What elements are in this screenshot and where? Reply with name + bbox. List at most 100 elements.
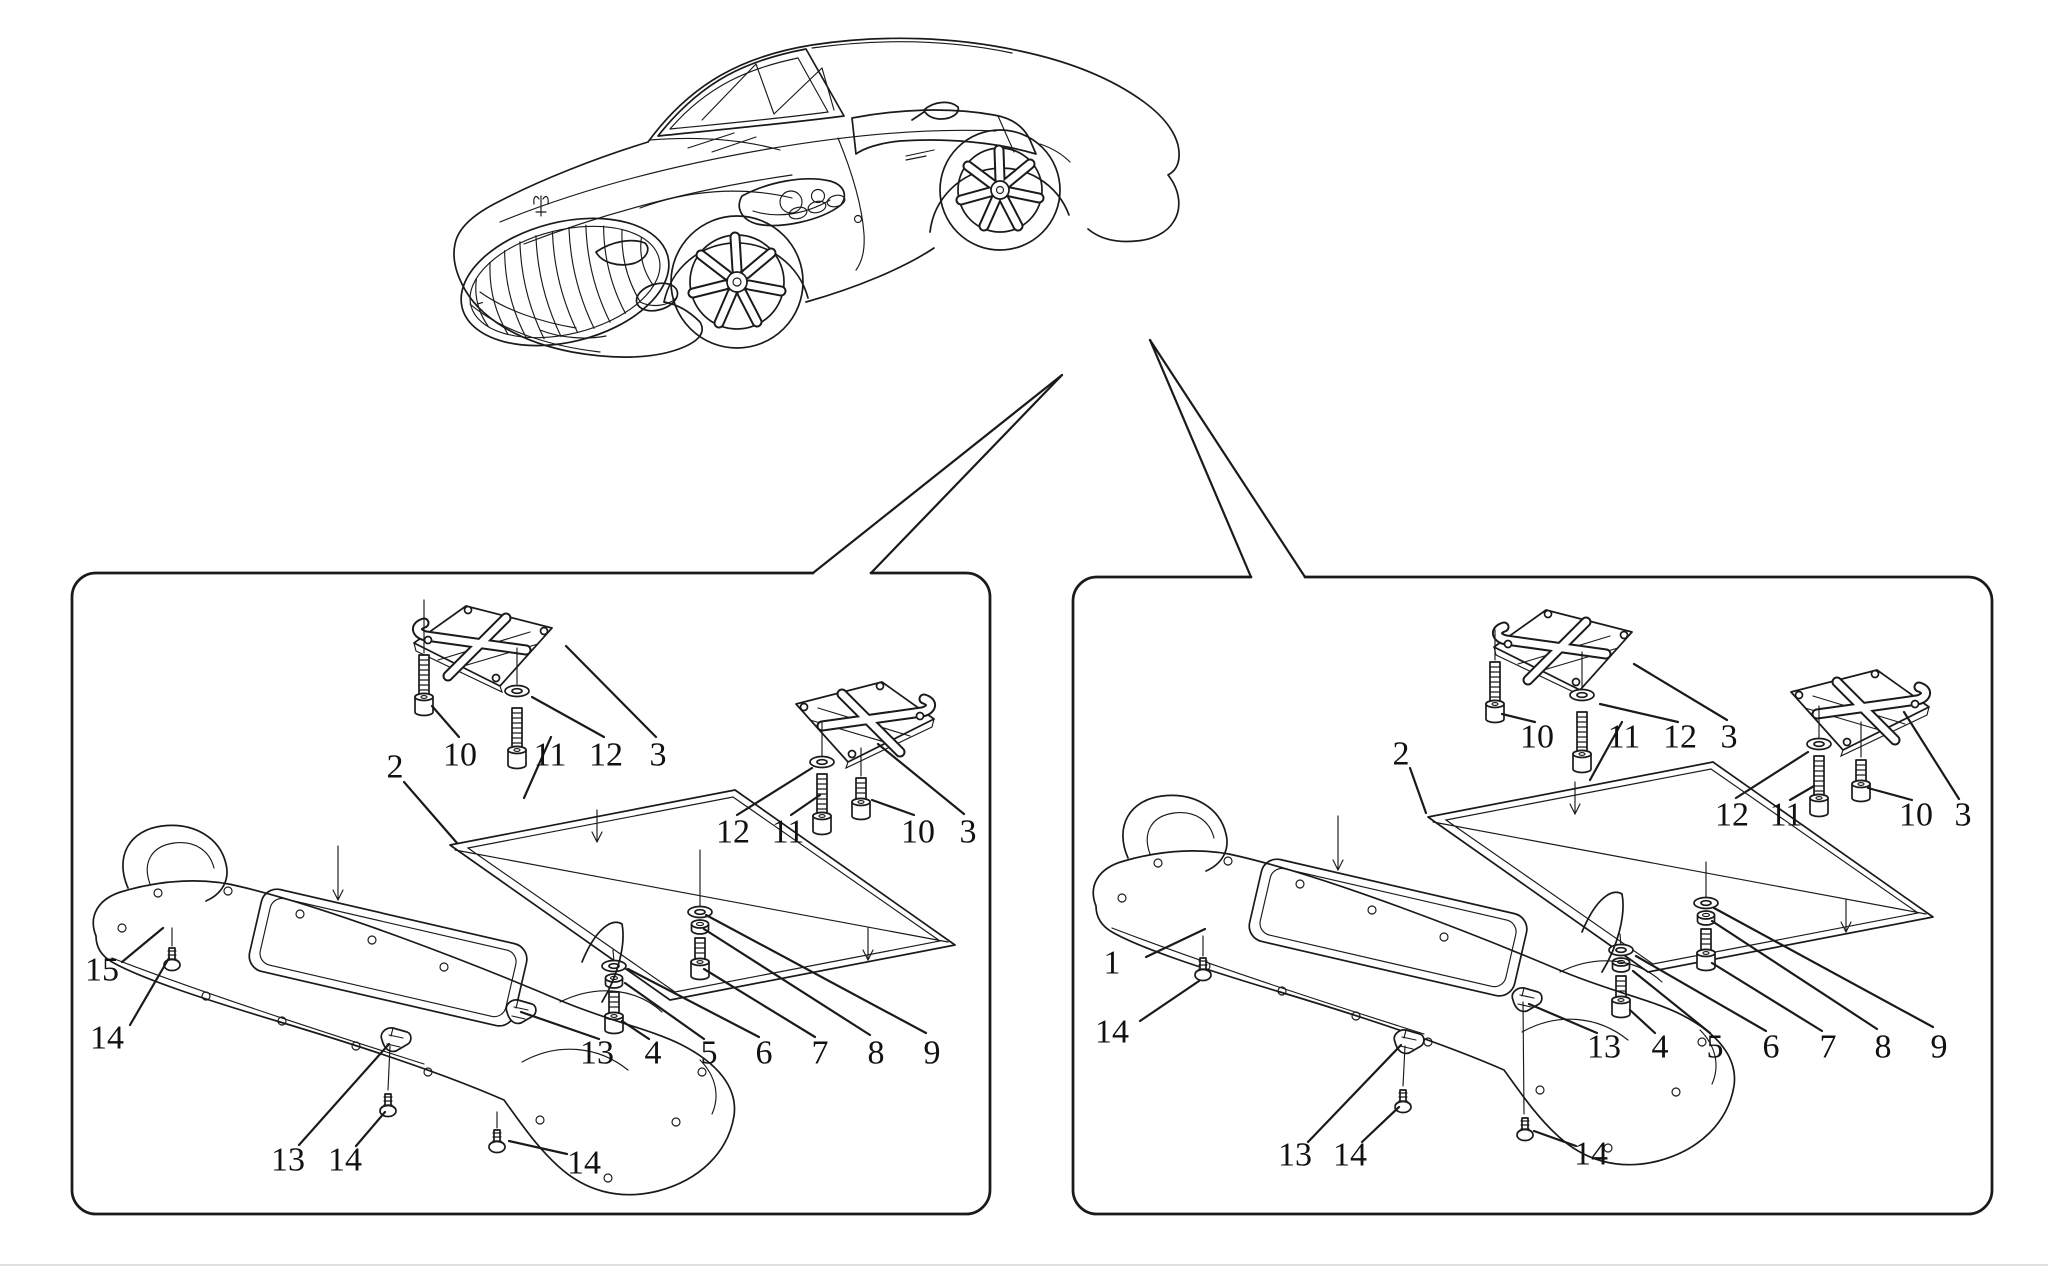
car-illustration <box>453 37 1180 358</box>
washer <box>601 959 627 973</box>
callout-11: 11 <box>1770 797 1803 834</box>
pointer-wedge-line <box>1148 338 1253 579</box>
mounting-bolt-short <box>1611 975 1631 1019</box>
clip-nut <box>1393 1029 1425 1055</box>
leader-line <box>735 766 814 817</box>
callout-2: 2 <box>387 749 404 786</box>
leader-line <box>1788 784 1816 802</box>
leader-line <box>702 927 872 1037</box>
leader-line <box>1500 712 1537 724</box>
callout-14: 14 <box>328 1142 362 1179</box>
leader-line <box>1138 979 1201 1023</box>
leader-line <box>623 981 706 1041</box>
bottom-edge-line <box>0 1264 2048 1266</box>
self-tapping-screw <box>1516 1117 1534 1142</box>
leader-line <box>354 1110 387 1148</box>
car-body-silhouette <box>647 37 1180 243</box>
leader-line <box>870 798 916 817</box>
self-tapping-screw <box>488 1129 506 1154</box>
callout-8: 8 <box>1875 1029 1892 1066</box>
pointer-wedge-line <box>1148 338 1307 579</box>
leader-line <box>1634 954 1768 1033</box>
washer <box>504 684 530 698</box>
leader-line <box>128 956 171 1027</box>
callout-13: 13 <box>580 1035 614 1072</box>
leader-line <box>1408 766 1428 815</box>
callout-15: 15 <box>85 952 119 989</box>
right-frame <box>1071 338 1994 1216</box>
flat-undertray-panel <box>1427 761 1934 973</box>
car-mirror <box>911 101 960 121</box>
leader-line <box>626 967 761 1039</box>
leader-line <box>120 926 165 964</box>
leader-line <box>1632 662 1729 722</box>
leader-line <box>620 1019 651 1041</box>
leader-line <box>297 1042 391 1147</box>
washer <box>809 755 835 769</box>
right-leaders <box>1138 662 1961 1148</box>
leader-line <box>876 742 966 816</box>
leader-line <box>1527 1002 1599 1035</box>
leader-line <box>1631 969 1712 1035</box>
callout-11: 11 <box>534 737 567 774</box>
callout-12: 12 <box>1715 797 1749 834</box>
callout-4: 4 <box>645 1035 662 1072</box>
leader-line <box>1532 1129 1578 1148</box>
mounting-bolt-short <box>851 777 871 821</box>
mounting-bolt-short <box>1851 759 1871 803</box>
callout-12: 12 <box>589 737 623 774</box>
callout-2: 2 <box>1393 736 1410 773</box>
leader-line <box>564 644 658 739</box>
leader-line <box>1710 961 1824 1033</box>
car-front-wheel <box>670 215 804 349</box>
leader-line <box>519 1010 601 1041</box>
x-brace-bracket <box>1494 610 1632 696</box>
callout-13: 13 <box>1587 1029 1621 1066</box>
callout-9: 9 <box>1931 1029 1948 1066</box>
callout-7: 7 <box>812 1035 829 1072</box>
car-windshield <box>657 48 845 137</box>
spacer-ring <box>690 919 710 935</box>
callout-12: 12 <box>1663 719 1697 756</box>
callout-6: 6 <box>756 1035 773 1072</box>
leader-line <box>1866 786 1914 802</box>
callout-3: 3 <box>650 737 667 774</box>
pointer-wedge-line <box>869 373 1064 575</box>
x-brace-bracket <box>414 606 552 692</box>
callout-3: 3 <box>1721 719 1738 756</box>
callout-4: 4 <box>1652 1029 1669 1066</box>
callout-3: 3 <box>1955 797 1972 834</box>
mounting-bolt-short <box>604 991 624 1035</box>
callout-14: 14 <box>90 1020 124 1057</box>
panel-border <box>70 571 992 1216</box>
flat-undertray-panel <box>449 789 956 1001</box>
callout-10: 10 <box>901 814 935 851</box>
spacer-ring <box>1696 910 1716 926</box>
callout-6: 6 <box>1763 1029 1780 1066</box>
mounting-bolt <box>414 654 434 717</box>
leader-line <box>704 913 928 1035</box>
leader-line <box>1588 720 1624 782</box>
x-brace-bracket <box>796 682 934 768</box>
leader-line <box>1598 702 1680 724</box>
callout-10: 10 <box>1520 719 1554 756</box>
car-headlight <box>738 178 846 227</box>
callout-3: 3 <box>960 814 977 851</box>
leader-line <box>702 967 817 1039</box>
callout-14: 14 <box>1333 1137 1367 1174</box>
callout-14: 14 <box>1095 1014 1129 1051</box>
leader-line <box>1628 1008 1657 1035</box>
mounting-bolt <box>812 773 832 836</box>
leader-line <box>1902 710 1961 801</box>
car-grille <box>460 217 670 347</box>
leader-line <box>522 735 553 800</box>
leader-line <box>402 780 459 845</box>
mounting-bolt <box>1572 711 1592 774</box>
callout-11: 11 <box>772 814 805 851</box>
callout-14: 14 <box>567 1145 601 1182</box>
